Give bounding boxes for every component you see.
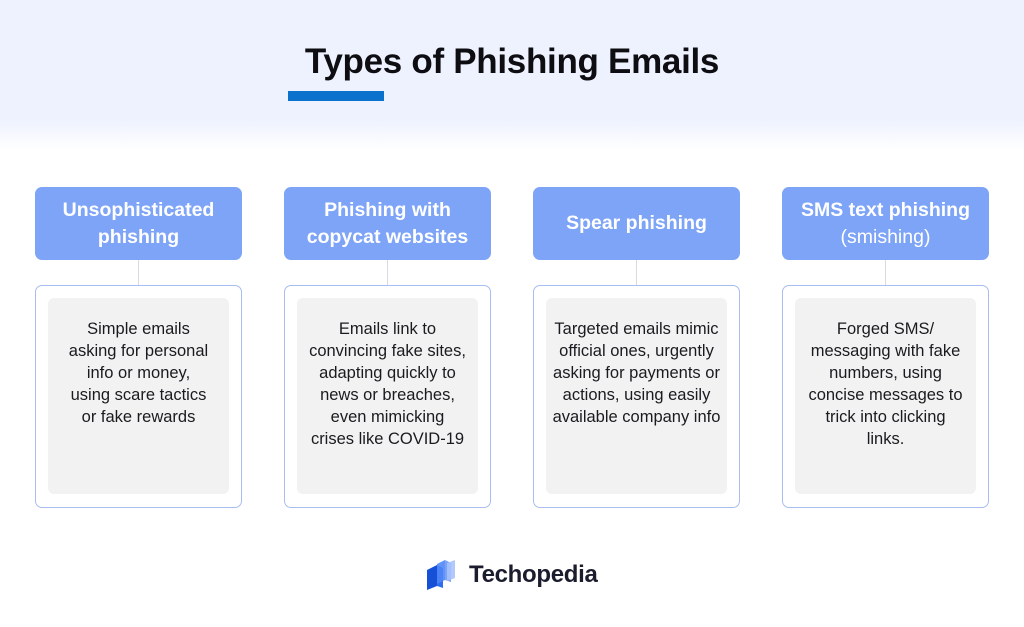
header-band	[0, 0, 1024, 150]
description-text: Forged SMS/ messaging with fake numbers,…	[795, 298, 976, 494]
column-copycat-websites: Phishing with copycat websites Emails lin…	[284, 187, 491, 508]
connector-line	[387, 260, 388, 285]
column-heading: Spear phishing	[533, 187, 740, 260]
column-smishing: SMS text phishing (smishing) Forged SMS/ …	[782, 187, 989, 508]
techopedia-cubes-icon	[427, 560, 455, 590]
techopedia-logo: Techopedia	[425, 560, 598, 590]
description-card: Targeted emails mimic official ones, urg…	[533, 285, 740, 508]
column-spear-phishing: Spear phishing Targeted emails mimic off…	[533, 187, 740, 508]
heading-line-1: Unsophisticated	[62, 198, 215, 221]
heading-line-2: phishing	[97, 225, 180, 248]
column-heading: SMS text phishing (smishing)	[782, 187, 989, 260]
description-text: Simple emails asking for personal info o…	[48, 298, 229, 494]
connector-line	[636, 260, 637, 285]
heading-line-1: Phishing with	[324, 198, 451, 221]
description-card: Emails link to convincing fake sites, ad…	[284, 285, 491, 508]
page-title: Types of Phishing Emails	[304, 42, 720, 81]
heading-line-2: copycat websites	[306, 225, 469, 248]
description-card: Simple emails asking for personal info o…	[35, 285, 242, 508]
connector-line	[138, 260, 139, 285]
heading-line-1: SMS text phishing	[800, 198, 970, 221]
heading-line-2: (smishing)	[840, 225, 931, 248]
title-underline	[288, 91, 384, 101]
description-card: Forged SMS/ messaging with fake numbers,…	[782, 285, 989, 508]
description-text: Targeted emails mimic official ones, urg…	[546, 298, 727, 494]
column-unsophisticated: Unsophisticated phishing Simple emails as…	[35, 187, 242, 508]
brand-name: Techopedia	[469, 561, 598, 588]
column-heading: Phishing with copycat websites	[284, 187, 491, 260]
connector-line	[885, 260, 886, 285]
description-text: Emails link to convincing fake sites, ad…	[297, 298, 478, 494]
heading-line-1: Spear phishing	[566, 212, 707, 234]
column-heading: Unsophisticated phishing	[35, 187, 242, 260]
